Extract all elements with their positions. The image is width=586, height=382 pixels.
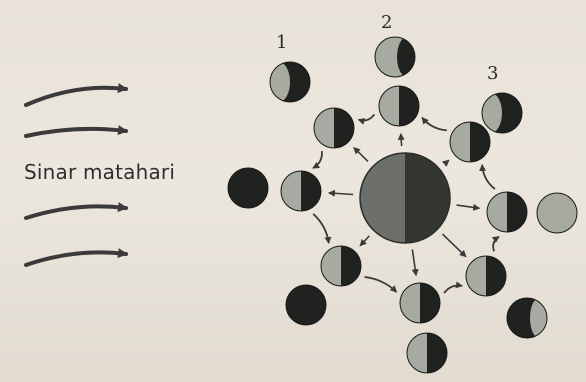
phase-number-2: 2: [381, 12, 393, 33]
orbit-arrow: [421, 116, 447, 132]
moon: [285, 284, 327, 326]
radial-arrow: [441, 159, 450, 167]
radial-arrow: [456, 203, 481, 211]
moon: [280, 170, 322, 212]
sunlight-arrow: [24, 248, 128, 267]
orbit-arrow: [443, 281, 463, 294]
orbit-arrow: [491, 235, 500, 252]
sunlight-label: Sinar matahari: [24, 160, 176, 184]
phase-number-1: 1: [276, 32, 288, 53]
sunlight-arrow: [24, 125, 128, 138]
moon: [269, 61, 311, 103]
radial-arrow: [353, 146, 369, 163]
sunlight-arrow: [24, 202, 128, 220]
earth: [359, 152, 451, 244]
orbit-arrow: [312, 150, 323, 169]
orbit-arrow: [364, 276, 398, 293]
moon: [320, 245, 362, 287]
phase-number-3: 3: [487, 63, 499, 84]
moon: [313, 107, 355, 149]
orbit-arrow: [312, 213, 332, 245]
radial-arrow: [397, 132, 405, 147]
moon: [506, 297, 548, 339]
moon: [465, 255, 507, 297]
moon: [481, 92, 523, 134]
orbit-arrow: [357, 113, 376, 125]
moon: [449, 121, 491, 163]
radial-arrow: [359, 235, 370, 247]
radial-arrow: [441, 233, 467, 258]
sunlight-arrow: [24, 83, 128, 107]
orbit-arrow: [479, 163, 496, 190]
moon: [406, 332, 448, 374]
moon: [486, 191, 528, 233]
moon: [399, 282, 441, 324]
radial-arrow: [411, 249, 419, 277]
moon: [378, 85, 420, 127]
moon: [374, 36, 416, 78]
moon: [536, 192, 578, 234]
moon: [227, 167, 269, 209]
radial-arrow: [327, 189, 354, 197]
